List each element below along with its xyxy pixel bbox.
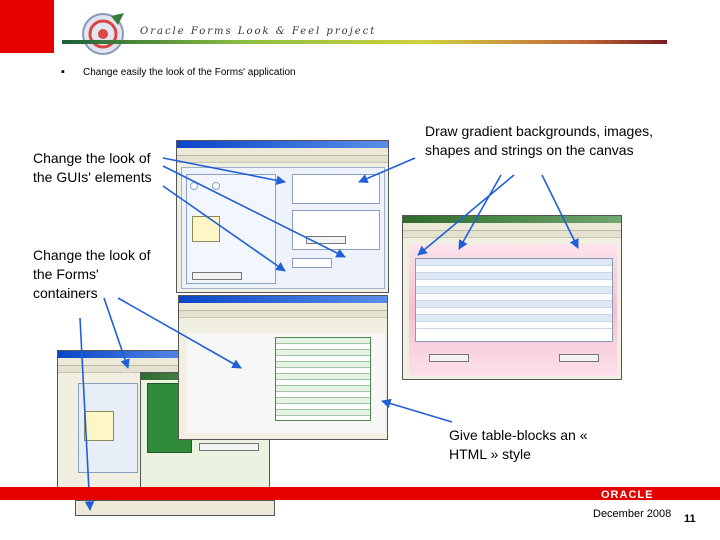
canvas-button — [559, 354, 599, 362]
data-table — [415, 258, 613, 342]
arrow — [417, 174, 515, 256]
gradient-canvas — [409, 244, 617, 376]
toolbar — [403, 231, 621, 238]
menu-bar — [179, 303, 387, 311]
table-block-area — [187, 333, 385, 433]
caption-gui-elements: Change the look of the GUIs' elements — [33, 150, 152, 185]
radio-button — [190, 182, 198, 190]
radio-button — [212, 182, 220, 190]
combo-field — [292, 258, 332, 268]
caption-table-blocks: Give table-blocks an « HTML » style — [449, 427, 588, 462]
arrow — [162, 165, 346, 258]
footer-red-bar — [0, 487, 720, 500]
window-titlebar — [179, 296, 387, 303]
arrow — [117, 297, 242, 369]
canvas-button — [429, 354, 469, 362]
page-number: 11 — [684, 513, 696, 525]
toolbar — [177, 156, 388, 163]
slide-date: December 2008 — [593, 508, 672, 520]
banner-gradient-line — [62, 40, 667, 44]
toolbar — [179, 311, 387, 318]
screenshot-bottom-strip — [75, 500, 275, 516]
screenshot-table-blocks — [178, 295, 388, 440]
form-button — [306, 236, 346, 244]
form-button — [192, 272, 242, 280]
arrow — [458, 174, 502, 250]
arrow — [358, 157, 416, 184]
toolbar — [58, 366, 196, 373]
window-titlebar — [403, 216, 621, 223]
menu-bar — [177, 148, 388, 156]
arrow — [162, 157, 286, 186]
form-body — [181, 167, 385, 289]
banner-title: Oracle Forms Look & Feel project — [140, 26, 377, 37]
message-box — [84, 411, 114, 441]
panel-button — [199, 443, 259, 451]
screenshot-canvas — [402, 215, 622, 380]
menu-bar — [403, 223, 621, 231]
slide-subtitle: Change easily the look of the Forms' app… — [83, 67, 296, 78]
message-box — [192, 216, 220, 242]
html-style-table — [275, 337, 371, 421]
arrow — [541, 174, 579, 249]
screenshot-gui-elements — [176, 140, 389, 293]
oracle-logo: ORACLE — [601, 489, 654, 501]
arrow — [103, 297, 130, 369]
header-red-bar — [0, 0, 54, 53]
arrow — [381, 398, 453, 423]
caption-containers: Change the look of the Forms' containers — [33, 247, 151, 301]
project-logo — [82, 13, 124, 55]
window-titlebar — [58, 351, 196, 358]
caption-canvas: Draw gradient backgrounds, images, shape… — [425, 123, 654, 158]
bullet-icon: ▪ — [61, 66, 65, 78]
arrow — [162, 185, 286, 272]
window-titlebar — [177, 141, 388, 148]
arrow — [79, 317, 95, 511]
